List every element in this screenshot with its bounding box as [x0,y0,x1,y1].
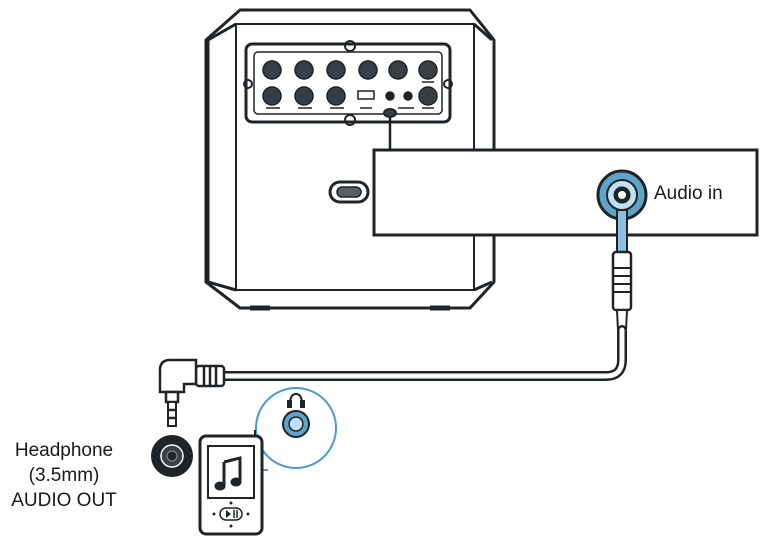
headphone-out-label-line-2: (3.5mm) [28,465,100,486]
headphone-out-label-line-3: AUDIO OUT [11,490,117,511]
aux-port [383,108,397,150]
panel-fine-print [266,81,434,109]
control-panel [243,40,453,126]
handle-slot [328,180,370,204]
plug-upper [611,209,633,331]
headphone-out-jack [151,435,193,477]
media-player [198,430,264,536]
audio-cable [195,325,627,381]
audio-cable-core [197,327,625,379]
panel-buttons-bottom [262,86,438,106]
headphone-icon [287,392,305,408]
panel-buttons-top [262,60,438,80]
audio-in-label: Audio in [654,183,723,204]
play-pause-icon [212,501,250,528]
headphone-out-label: Headphone (3.5mm) AUDIO OUT [0,438,128,513]
headphone-out-label-line-1: Headphone [14,440,114,461]
plug-lower [158,358,226,427]
music-note-icon [214,456,242,491]
audio-in-callout-box [372,148,759,237]
headphone-port-zoom [255,387,337,471]
